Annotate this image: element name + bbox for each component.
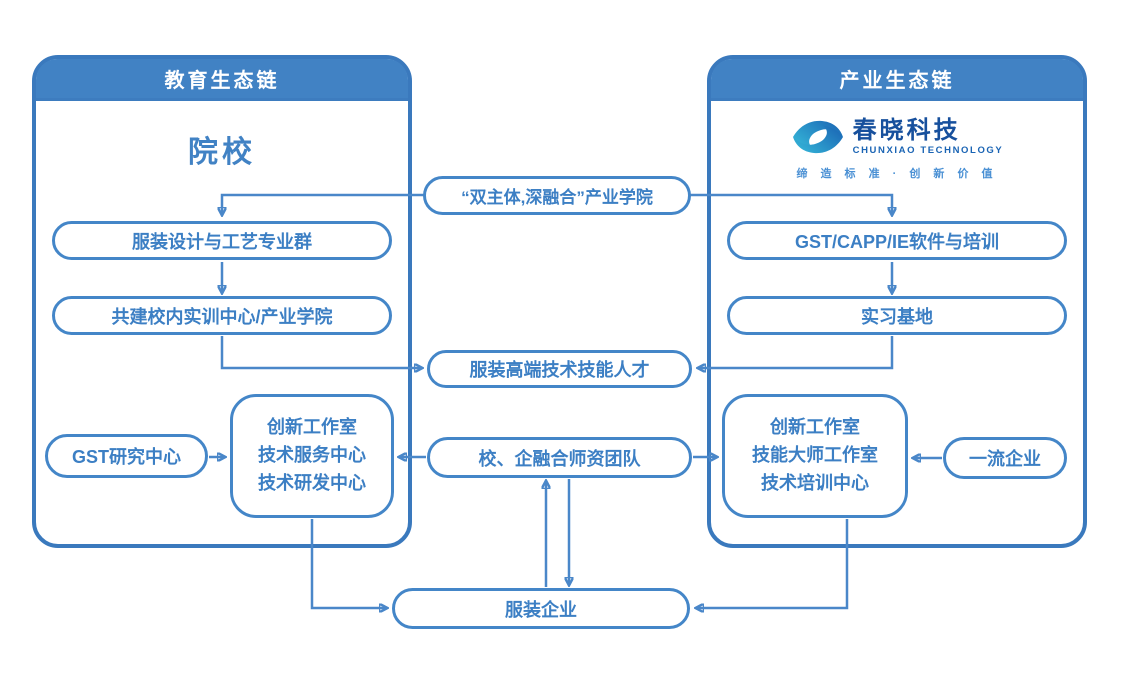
- logo-row: 春晓科技 CHUNXIAO TECHNOLOGY: [791, 117, 1004, 157]
- ind-center-line3: 技术培训中心: [761, 472, 869, 493]
- node-campus-training-center: 共建校内实训中心/产业学院: [52, 296, 392, 335]
- logo-name: 春晓科技: [852, 116, 961, 144]
- logo-text: 春晓科技 CHUNXIAO TECHNOLOGY: [853, 118, 1004, 156]
- node-apparel-design-group: 服装设计与工艺专业群: [52, 221, 392, 260]
- education-chain-header: 教育生态链: [36, 59, 408, 101]
- chunxiao-logo: 春晓科技 CHUNXIAO TECHNOLOGY 缔 造 标 准 · 创 新 价…: [711, 117, 1083, 181]
- logo-tagline: 缔 造 标 准 · 创 新 价 值: [796, 168, 998, 180]
- industry-chain-header: 产业生态链: [711, 59, 1083, 101]
- edu-center-line3: 技术研发中心: [258, 472, 366, 493]
- edu-center-line2: 技术服务中心: [258, 445, 366, 466]
- node-gst-capp-ie-software: GST/CAPP/IE软件与培训: [727, 221, 1067, 260]
- school-heading: 院校: [188, 136, 256, 169]
- node-edu-center-group: 创新工作室 技术服务中心 技术研发中心: [230, 394, 394, 518]
- edu-center-line1: 创新工作室: [267, 417, 357, 438]
- node-ind-center-group: 创新工作室 技能大师工作室 技术培训中心: [722, 394, 908, 518]
- logo-subtitle: CHUNXIAO TECHNOLOGY: [852, 145, 1004, 157]
- education-chain-title: 教育生态链: [164, 70, 280, 92]
- node-garment-enterprise: 服装企业: [392, 588, 690, 629]
- ind-center-line2: 技能大师工作室: [752, 445, 878, 466]
- node-faculty-team: 校、企融合师资团队: [427, 437, 692, 478]
- chunxiao-eye-icon: [792, 120, 843, 154]
- node-internship-base: 实习基地: [727, 296, 1067, 335]
- node-top-enterprise: 一流企业: [943, 437, 1067, 479]
- ind-center-line1: 创新工作室: [770, 417, 860, 438]
- node-industry-college: “双主体,深融合”产业学院: [423, 176, 691, 215]
- node-highend-talent: 服装高端技术技能人才: [427, 350, 692, 388]
- node-gst-research-center: GST研究中心: [45, 434, 208, 478]
- industry-chain-title: 产业生态链: [839, 70, 955, 92]
